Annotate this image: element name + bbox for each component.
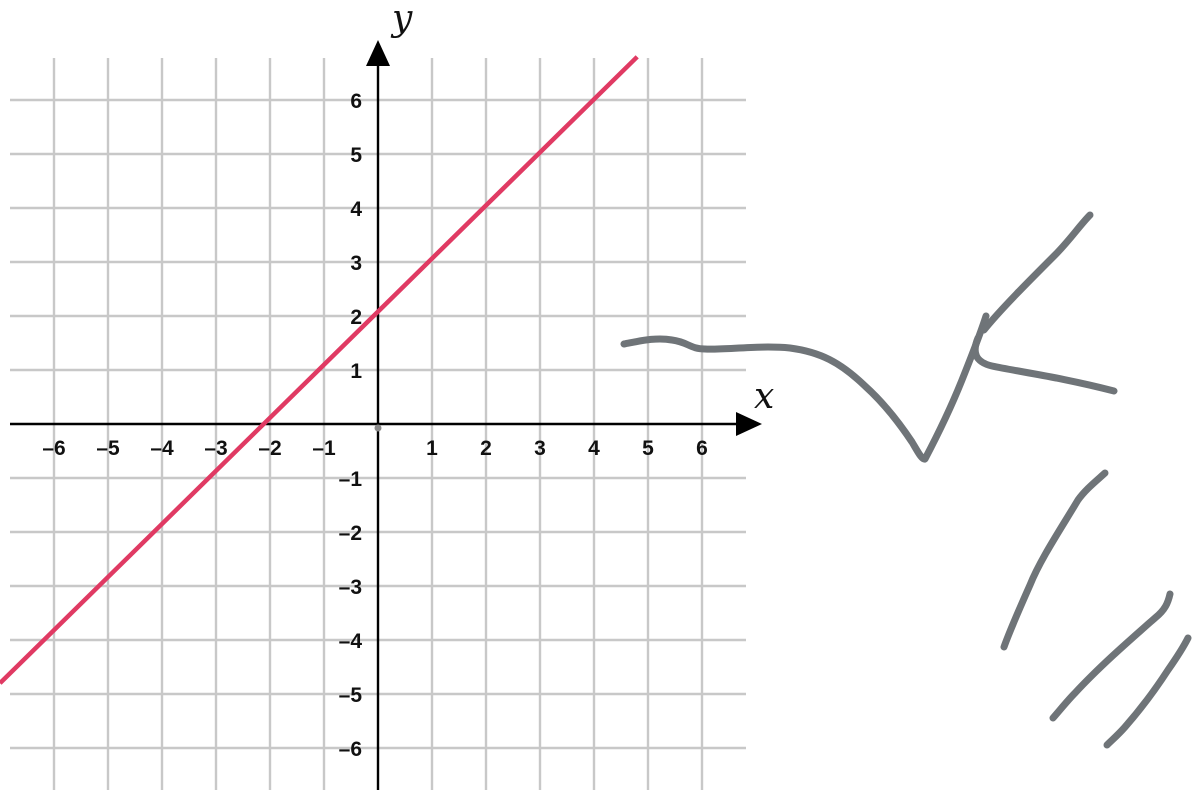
ink-stroke-lower-2: [1049, 590, 1174, 722]
origin-point: [374, 424, 382, 432]
axes: x y: [10, 0, 774, 790]
x-axis-title: x: [754, 376, 774, 417]
y-tick-label: 2: [350, 306, 362, 329]
x-tick-label: 4: [588, 437, 600, 460]
y-tick-label: –6: [339, 738, 362, 761]
ink-stroke-lower-1: [1000, 469, 1109, 651]
ink-stroke-upper: [980, 211, 1094, 334]
y-tick-label: 6: [350, 90, 362, 113]
x-axis-arrow-icon: [736, 412, 762, 436]
ink-stroke-right: [971, 334, 1118, 395]
handwritten-ink-strokes: [620, 211, 1192, 749]
ink-stroke-lower-3: [1103, 634, 1192, 749]
plotted-lines: [0, 55, 639, 685]
x-tick-label: –1: [312, 437, 336, 460]
x-tick-label: –3: [204, 437, 227, 460]
y-tick-label: –2: [339, 522, 362, 545]
x-tick-label: –6: [42, 437, 65, 460]
y-axis-arrow-icon: [366, 40, 390, 66]
y-tick-label: 1: [350, 360, 362, 383]
x-tick-label: 2: [480, 437, 492, 460]
x-tick-label: 1: [426, 437, 438, 460]
y-tick-label: –4: [339, 630, 363, 653]
y-tick-label: –3: [339, 576, 362, 599]
tick-labels: –6 –5 –4 –3 –2 –1 1 2 3 4 5 6 6 5 4 3 2 1 –1 –2 –3 –4 –5 –6: [42, 90, 708, 761]
y-tick-label: –1: [339, 468, 363, 491]
y-axis-title: y: [390, 0, 413, 39]
y-tick-label: 4: [350, 198, 362, 221]
series-line: [0, 55, 639, 685]
x-tick-label: 3: [534, 437, 546, 460]
x-tick-label: –2: [258, 437, 281, 460]
y-tick-label: 5: [350, 144, 362, 167]
x-tick-label: 5: [642, 437, 654, 460]
x-tick-label: –4: [150, 437, 174, 460]
x-tick-label: 6: [696, 437, 708, 460]
x-tick-label: –5: [96, 437, 120, 460]
y-tick-label: 3: [350, 252, 362, 275]
y-tick-label: –5: [339, 684, 363, 707]
ink-stroke-checkmark: [620, 312, 990, 463]
